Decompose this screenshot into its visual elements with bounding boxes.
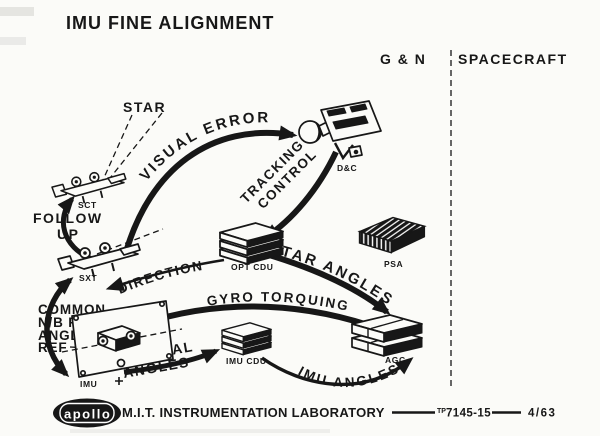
dsc-label: D&C: [337, 163, 357, 173]
tracking-control-label: TRACKING CONTROL: [238, 137, 320, 212]
follow-up-label: FOLLOW UP: [33, 210, 103, 242]
apollo-logo-frame: [59, 402, 115, 424]
direction-label: DIRECTION: [115, 258, 204, 297]
agc-graphic: [351, 314, 423, 357]
scan-artifacts: [0, 7, 330, 433]
issue-date: 4/63: [528, 408, 556, 420]
dsc-panel-graphic: [298, 100, 382, 161]
sxt-sextant-graphic: [57, 242, 141, 278]
imu-label: IMU: [80, 379, 97, 389]
visual-error-arrow: [123, 125, 298, 253]
psa-label: PSA: [384, 259, 403, 269]
apollo-logo-ellipse: [53, 398, 121, 428]
doc-prefix: TP: [437, 408, 446, 415]
sct-telescope-graphic: [51, 171, 127, 205]
zone-label-spacecraft: SPACECRAFT: [458, 51, 568, 67]
doc-number: 7145-15: [446, 408, 491, 420]
imu-gimbal-graphic: [61, 300, 183, 385]
sxt-label: SXT: [79, 273, 98, 283]
page-title: IMU FINE ALIGNMENT: [66, 13, 274, 33]
svg-text:FOLLOW: FOLLOW: [33, 210, 103, 226]
opt-cdu-label: OPT CDU: [231, 262, 273, 272]
svg-text:UP: UP: [57, 226, 79, 242]
imu-angles-arrow: [261, 356, 414, 387]
zone-label-gn: G & N: [380, 51, 426, 67]
sct-label: SCT: [78, 200, 97, 210]
gimbal-angles-arrow: [123, 348, 221, 375]
psa-graphic: [357, 216, 427, 254]
lab-name: M.I.T. INSTRUMENTATION LABORATORY: [122, 405, 385, 420]
footer: apollo M.I.T. INSTRUMENTATION LABORATORY…: [53, 398, 556, 428]
imu-cdu-graphic: [221, 322, 272, 356]
svg-text:REF: REF: [38, 340, 67, 355]
imu-cdu-label: IMU CDU: [226, 356, 267, 366]
common-nb-arc-arrow: [44, 277, 74, 378]
agc-label: AGC: [385, 355, 406, 365]
star-label: STAR: [123, 99, 166, 115]
direction-arrow: [105, 258, 225, 291]
apollo-logo-text: apollo: [64, 407, 111, 422]
